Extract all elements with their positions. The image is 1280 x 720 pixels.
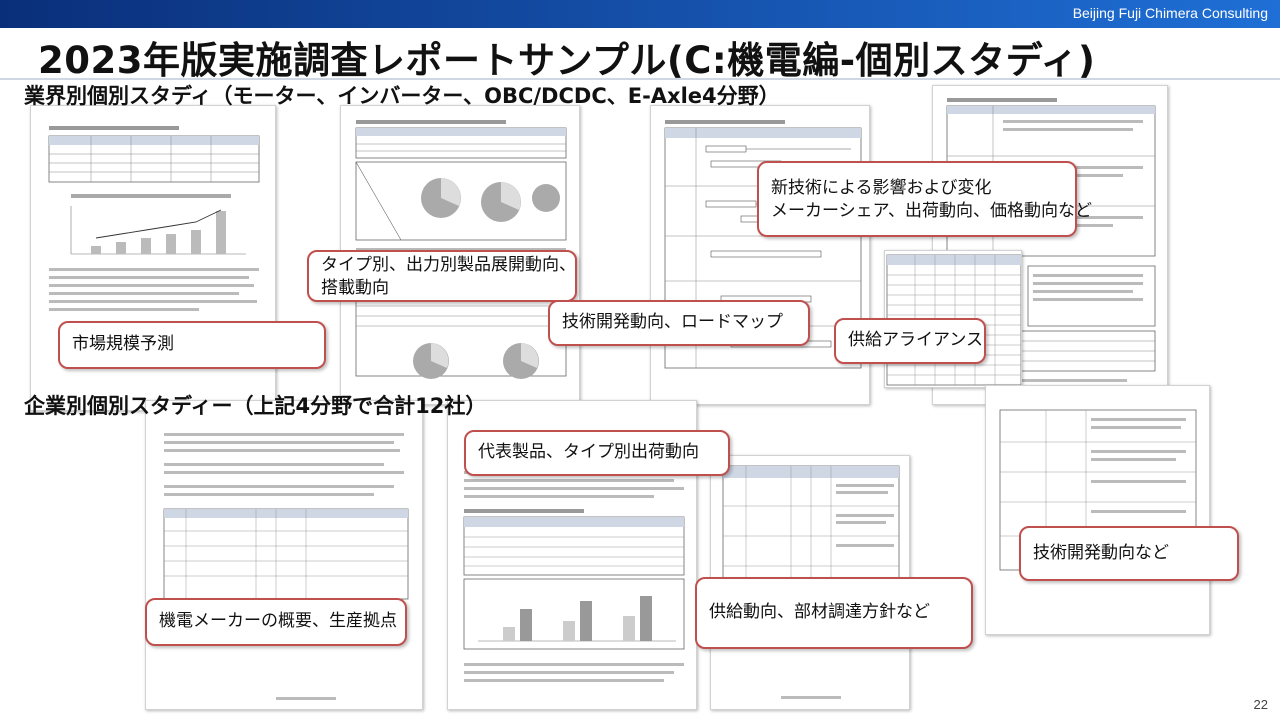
callout-type-development-line1: タイプ別、出力別製品展開動向、 bbox=[321, 255, 576, 275]
doc-maker-overview bbox=[145, 400, 423, 710]
section-title-industry: 業界別個別スタディ（モーター、インバーター、OBC/DCDC、E-Axle4分野… bbox=[24, 84, 780, 108]
section-title-company: 企業別個別スタディー（上記4分野で合計12社） bbox=[24, 394, 487, 418]
doc-tech-development bbox=[985, 385, 1210, 635]
callout-tech-roadmap: 技術開発動向、ロードマップ bbox=[548, 300, 810, 346]
callout-representative-products-text: 代表製品、タイプ別出荷動向 bbox=[478, 442, 699, 462]
callout-new-tech-impact-line1: 新技術による影響および変化 bbox=[771, 178, 992, 198]
callout-maker-overview-text: 機電メーカーの概要、生産拠点 bbox=[159, 611, 397, 631]
callout-supply-alliance-text: 供給アライアンス bbox=[848, 330, 983, 350]
doc-market-forecast-content bbox=[48, 126, 260, 311]
callout-supply-trend-text: 供給動向、部材調達方針など bbox=[709, 602, 930, 622]
callout-supply-alliance: 供給アライアンス bbox=[834, 318, 986, 364]
slide-title: 2023年版実施調査レポートサンプル(C:機電編-個別スタディ) bbox=[38, 39, 1096, 82]
callout-type-development: タイプ別、出力別製品展開動向、 搭載動向 bbox=[307, 250, 577, 302]
doc-type-development-content bbox=[355, 120, 567, 379]
callout-supply-trend: 供給動向、部材調達方針など bbox=[695, 577, 973, 649]
callout-representative-products: 代表製品、タイプ別出荷動向 bbox=[464, 430, 730, 476]
callout-new-tech-impact-line2: メーカーシェア、出荷動向、価格動向など bbox=[771, 201, 1092, 221]
page-number: 22 bbox=[1253, 697, 1268, 712]
header-band: Beijing Fuji Chimera Consulting bbox=[0, 0, 1280, 28]
callout-new-tech-impact: 新技術による影響および変化 メーカーシェア、出荷動向、価格動向など bbox=[757, 161, 1092, 237]
callout-maker-overview: 機電メーカーの概要、生産拠点 bbox=[145, 598, 407, 646]
callout-tech-development-text: 技術開発動向など bbox=[1033, 543, 1169, 563]
callout-market-forecast-text: 市場規模予測 bbox=[72, 334, 174, 354]
callout-type-development-line2: 搭載動向 bbox=[321, 278, 389, 298]
doc-tech-development-content bbox=[999, 409, 1197, 571]
callout-market-forecast: 市場規模予測 bbox=[58, 321, 326, 369]
title-divider bbox=[0, 78, 1280, 80]
callout-tech-development: 技術開発動向など bbox=[1019, 526, 1239, 581]
company-name: Beijing Fuji Chimera Consulting bbox=[1072, 5, 1268, 21]
callout-tech-roadmap-text: 技術開発動向、ロードマップ bbox=[562, 312, 783, 332]
doc-tech-roadmap bbox=[650, 105, 870, 405]
doc-maker-overview-content bbox=[163, 433, 409, 700]
